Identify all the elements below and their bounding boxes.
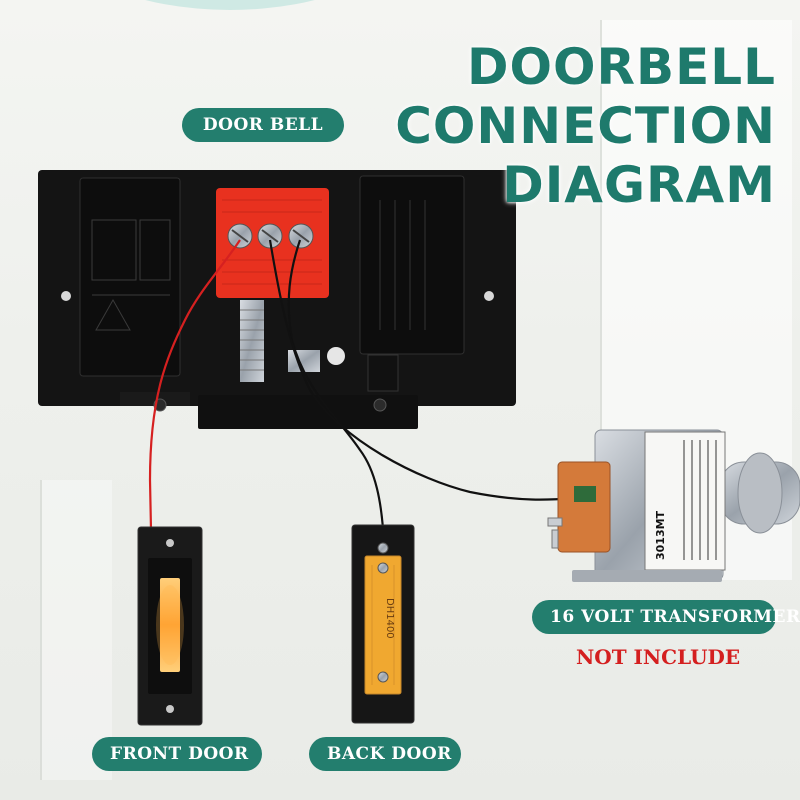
screw-icon (377, 542, 389, 554)
black-wire-back-door (287, 239, 386, 546)
mount-hole-icon (61, 291, 71, 301)
screw-icon (373, 398, 387, 412)
not-included-warning: NOT INCLUDE (576, 645, 741, 669)
title-line-2: CONNECTION (395, 97, 776, 155)
plunger-spring-left (240, 300, 264, 382)
screw-icon (377, 671, 389, 683)
mount-hole-icon (327, 347, 345, 365)
right-housing-clip (367, 354, 399, 392)
terminal-screw-icon (257, 223, 283, 249)
back-button-board-lines (371, 565, 395, 685)
plunger-bracket (288, 350, 320, 372)
mount-hole-icon (484, 291, 494, 301)
back-door-label: BACK DOOR (309, 737, 461, 771)
transformer-label-lines (683, 440, 717, 560)
terminal-screw-icon (227, 223, 253, 249)
terminal-block-texture (222, 199, 322, 285)
transformer-coil-side (557, 461, 611, 553)
chime-lower-rail (198, 395, 418, 429)
button-model-text: DH1400 (384, 598, 395, 639)
door-bell-label: DOOR BELL (182, 108, 344, 142)
left-housing-markings (91, 219, 171, 331)
door-bell-chime-unit (38, 170, 516, 429)
title-line-3: DIAGRAM (502, 156, 776, 214)
transformer-unit: 3013MT (547, 429, 800, 582)
transformer-label-pill: 16 VOLT TRANSFORMER (532, 600, 800, 634)
back-door-button: DH1400 (351, 524, 415, 724)
right-solenoid-housing (359, 175, 465, 355)
left-solenoid-housing (79, 177, 181, 377)
black-wire-transformer (268, 239, 576, 501)
screw-icon (166, 539, 174, 547)
transformer-model-text: 3013MT (654, 510, 667, 560)
transformer-terminal-icon (547, 517, 563, 549)
chime-left-tab (120, 392, 190, 406)
right-housing-markings (379, 200, 426, 330)
back-button-board (364, 555, 402, 695)
transformer-base-foot (572, 570, 722, 582)
transformer-chip (574, 486, 596, 502)
transformer-label (644, 431, 726, 571)
background-arc (60, 0, 400, 10)
terminal-screw-icon (288, 223, 314, 249)
screw-icon (377, 562, 389, 574)
transformer-fitting (737, 452, 783, 534)
front-door-button (137, 526, 203, 726)
front-door-label: FRONT DOOR (92, 737, 262, 771)
front-button-glow (156, 585, 184, 665)
red-wire-front-door (148, 239, 241, 531)
front-button-lens (160, 578, 180, 672)
background-window-panel (40, 480, 112, 780)
title-line-1: DOORBELL (466, 38, 776, 96)
screw-icon (166, 705, 174, 713)
